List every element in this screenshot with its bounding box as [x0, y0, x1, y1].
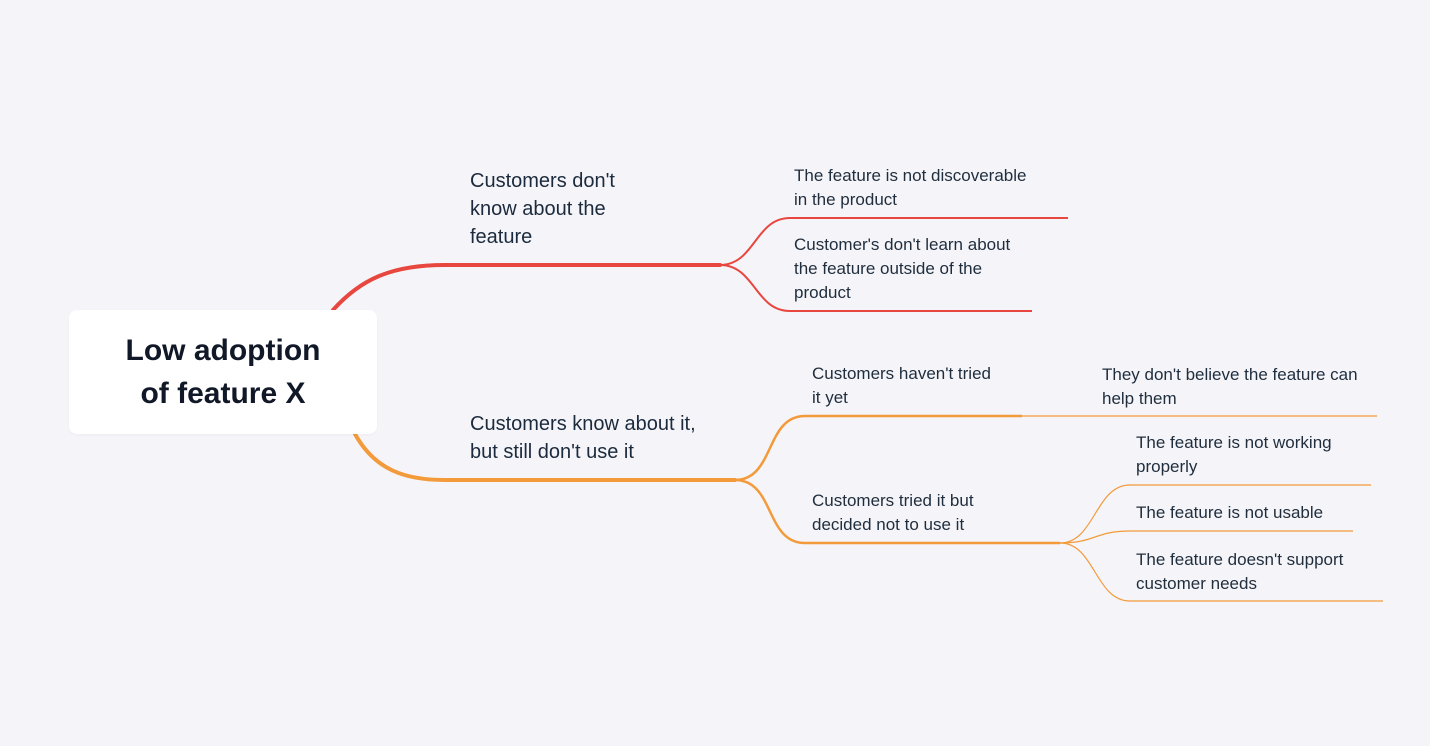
connector-branch-1-to-leaf-2 — [719, 264, 1032, 312]
connector-branch-1-to-leaf-1 — [719, 217, 1068, 266]
root-topic[interactable]: Low adoption of feature X — [69, 310, 377, 434]
main-topic-customers-know-but-dont-use[interactable]: Customers know about it, but still don't… — [470, 413, 696, 463]
connector-sub-2-to-leaf-2 — [1059, 530, 1353, 544]
connector-root-to-branch-1 — [331, 263, 722, 312]
subtopic-dont-learn-outside[interactable]: Customer's don't learn about the feature… — [794, 235, 1011, 302]
subtopic-tried-decided-not[interactable]: Customers tried it but decided not to us… — [812, 491, 974, 534]
root-topic-label: Low adoption of feature X — [125, 334, 321, 410]
connector-root-to-branch-2 — [353, 432, 737, 482]
subtopic-havent-tried[interactable]: Customers haven't tried it yet — [812, 364, 991, 407]
connector-sub-2-to-leaf-3 — [1059, 542, 1383, 602]
leaf-not-usable[interactable]: The feature is not usable — [1136, 503, 1324, 522]
main-topic-customers-dont-know[interactable]: Customers don't know about the feature — [470, 170, 615, 248]
leaf-not-working-properly[interactable]: The feature is not working properly — [1136, 433, 1332, 476]
leaf-dont-believe-helps[interactable]: They don't believe the feature can help … — [1102, 365, 1358, 408]
connector-branch-2-to-sub-1 — [734, 414, 1022, 482]
connector-branch-2-to-sub-2 — [734, 478, 1060, 545]
leaf-doesnt-support-needs[interactable]: The feature doesn't support customer nee… — [1136, 550, 1344, 593]
connector-sub-2-to-leaf-1 — [1059, 484, 1371, 544]
subtopic-not-discoverable[interactable]: The feature is not discoverable in the p… — [794, 166, 1027, 209]
